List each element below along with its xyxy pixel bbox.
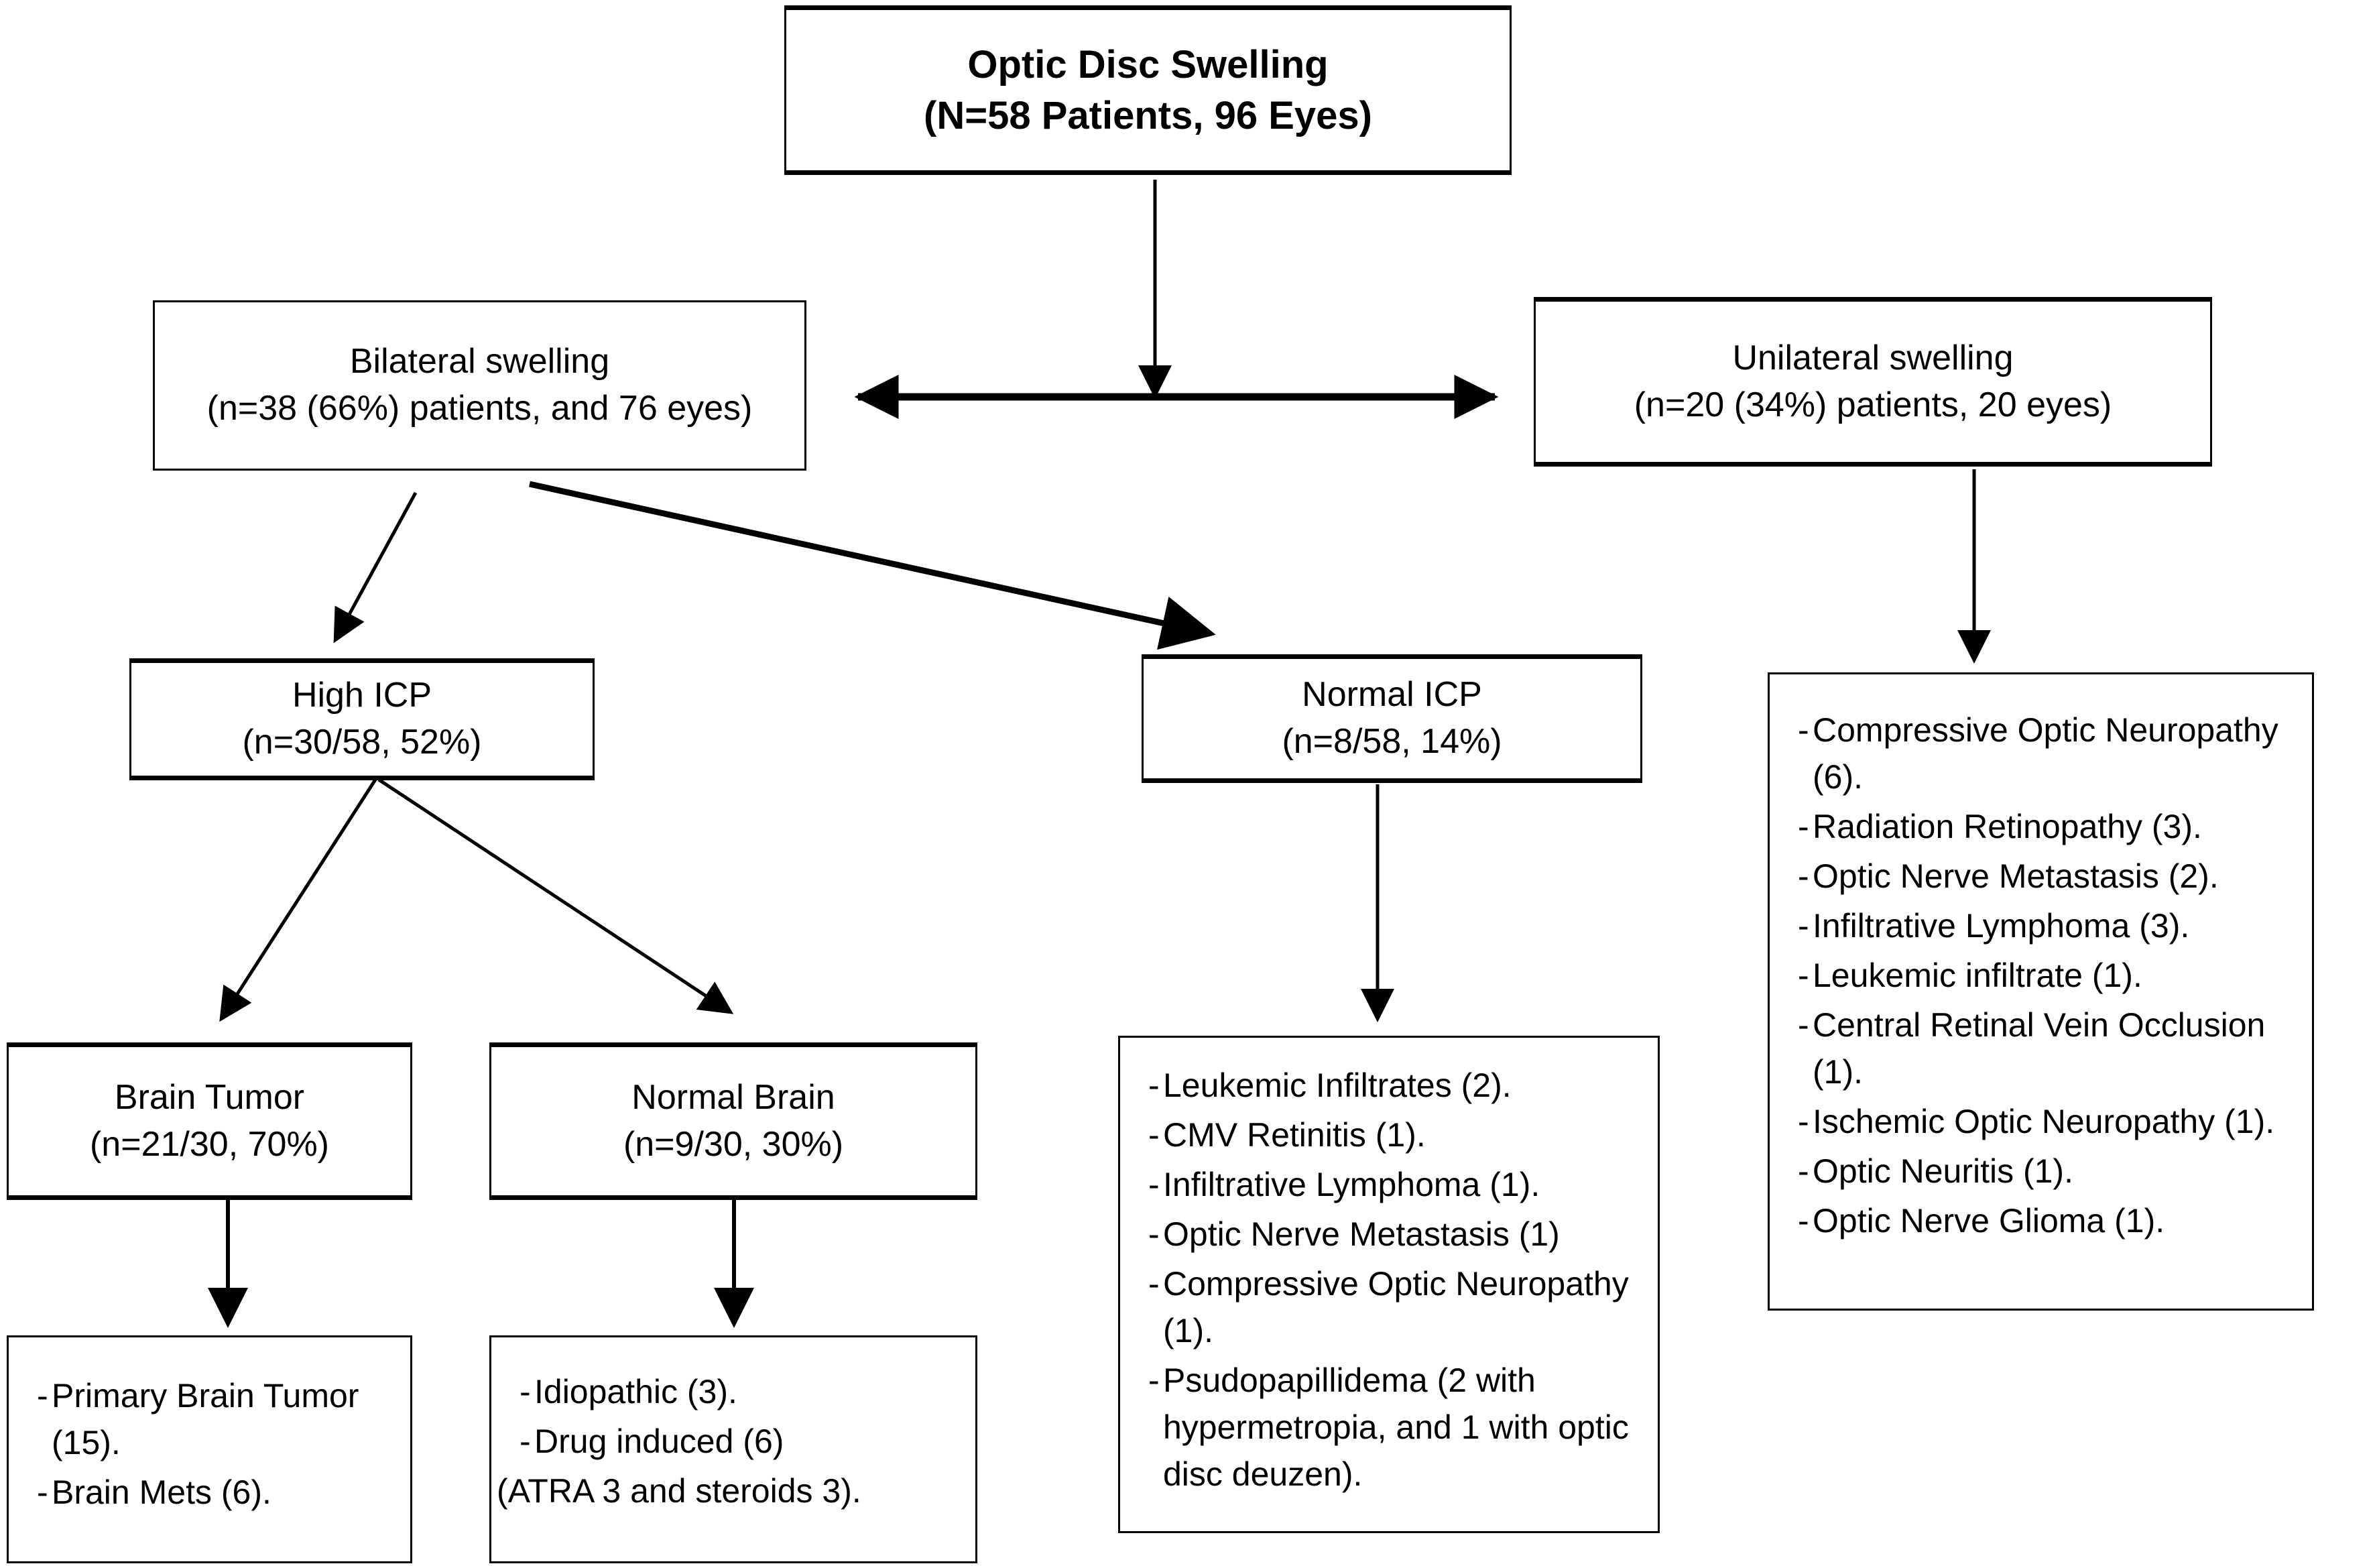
list-item-label: CMV Retinitis (1). [1163, 1116, 1426, 1154]
node-brain-tumor-line2: (n=21/30, 70%) [89, 1124, 330, 1164]
list-item-label: Optic Nerve Glioma (1). [1813, 1202, 2165, 1240]
list-item-label: Ischemic Optic Neuropathy (1). [1813, 1103, 2275, 1140]
dash-bullet-icon: - [1798, 1006, 1809, 1044]
node-title-line1: Optic Disc Swelling [967, 43, 1329, 87]
list-item: -Leukemic Infiltrates (2). [1125, 1062, 1648, 1109]
connector-bilateral-to-high-icp [333, 491, 418, 644]
node-brain-tumor[interactable]: Brain Tumor (n=21/30, 70%) [7, 1042, 412, 1200]
node-bilateral-line2: (n=38 (66%) patients, and 76 eyes) [206, 389, 753, 428]
list-item-label: Infiltrative Lymphoma (1). [1163, 1166, 1540, 1203]
dash-bullet-icon: - [520, 1423, 531, 1460]
dash-bullet-icon: - [1798, 857, 1809, 895]
dash-bullet-icon: - [1148, 1067, 1160, 1104]
dash-bullet-icon: - [1798, 711, 1809, 749]
list-item-label: Brain Mets (6). [52, 1473, 271, 1511]
dash-bullet-icon: - [1798, 907, 1809, 945]
connector-high-icp-to-normal-brain [377, 778, 734, 1014]
connector-high-icp-to-brain-tumor [219, 778, 377, 1022]
dash-bullet-icon: - [1798, 957, 1809, 994]
list-item-label: (ATRA 3 and steroids 3). [497, 1472, 861, 1510]
dash-bullet-icon: - [1148, 1362, 1160, 1399]
node-normal-brain-line1: Normal Brain [631, 1077, 835, 1117]
node-title-line2: (N=58 Patients, 96 Eyes) [924, 93, 1372, 137]
list-item: -Optic Nerve Metastasis (2). [1775, 853, 2303, 900]
node-normal-brain-line2: (n=9/30, 30%) [623, 1124, 844, 1164]
normal-icp-item-list: -Leukemic Infiltrates (2).-CMV Retinitis… [1125, 1062, 1648, 1500]
dash-bullet-icon: - [1148, 1265, 1160, 1303]
node-normal-brain-list[interactable]: -Idiopathic (3).-Drug induced (6)-(ATRA … [489, 1335, 977, 1563]
normal-brain-item-list: -Idiopathic (3).-Drug induced (6)-(ATRA … [497, 1368, 963, 1517]
list-item: -Infiltrative Lymphoma (3). [1775, 902, 2303, 949]
list-item: -Optic Neuritis (1). [1775, 1148, 2303, 1195]
dash-bullet-icon: - [1148, 1166, 1160, 1203]
node-high-icp[interactable]: High ICP (n=30/58, 52%) [129, 658, 595, 780]
list-item-label: Radiation Retinopathy (3). [1813, 808, 2202, 845]
list-item-label: Central Retinal Vein Occlusion (1). [1813, 1006, 2266, 1091]
list-item: -Optic Nerve Metastasis (1) [1125, 1211, 1648, 1258]
list-item-label: Psudopapillidema (2 with hypermetropia, … [1163, 1362, 1629, 1493]
list-item: -Compressive Optic Neuropathy (6). [1775, 707, 2303, 800]
connector-bilateral-to-normal-icp [529, 481, 1216, 650]
list-item: -Psudopapillidema (2 with hypermetropia,… [1125, 1357, 1648, 1498]
dash-bullet-icon: - [520, 1373, 531, 1410]
list-item-label: Optic Neuritis (1). [1813, 1152, 2073, 1190]
list-item: -Compressive Optic Neuropathy (1). [1125, 1260, 1648, 1354]
node-normal-icp-line2: (n=8/58, 14%) [1282, 722, 1502, 761]
list-item-label: Drug induced (6) [534, 1423, 784, 1460]
node-brain-tumor-line1: Brain Tumor [114, 1077, 305, 1117]
node-normal-brain[interactable]: Normal Brain (n=9/30, 30%) [489, 1042, 977, 1200]
list-item: -Primary Brain Tumor (15). [14, 1372, 398, 1466]
list-item: -Ischemic Optic Neuropathy (1). [1775, 1098, 2303, 1145]
node-bilateral-line1: Bilateral swelling [349, 342, 610, 381]
list-item: -Infiltrative Lymphoma (1). [1125, 1161, 1648, 1208]
node-bilateral-swelling[interactable]: Bilateral swelling (n=38 (66%) patients,… [153, 300, 806, 471]
list-item-label: Compressive Optic Neuropathy (1). [1163, 1265, 1629, 1349]
list-item: -Leukemic infiltrate (1). [1775, 952, 2303, 999]
dash-bullet-icon: - [1148, 1215, 1160, 1253]
list-item-label: Idiopathic (3). [534, 1373, 737, 1410]
dash-bullet-icon: - [1148, 1116, 1160, 1154]
brain-tumor-item-list: -Primary Brain Tumor (15).-Brain Mets (6… [14, 1372, 398, 1518]
dash-bullet-icon: - [1798, 1202, 1809, 1240]
list-item-label: Primary Brain Tumor (15). [52, 1377, 359, 1461]
dash-bullet-icon: - [37, 1473, 48, 1511]
unilateral-item-list: -Compressive Optic Neuropathy (6).-Radia… [1775, 707, 2303, 1247]
dash-bullet-icon: - [1798, 808, 1809, 845]
list-item-label: Leukemic Infiltrates (2). [1163, 1067, 1512, 1104]
node-unilateral-line2: (n=20 (34%) patients, 20 eyes) [1634, 385, 2112, 424]
list-item: -Brain Mets (6). [14, 1469, 398, 1516]
dash-bullet-icon: - [1798, 1152, 1809, 1190]
node-high-icp-line1: High ICP [292, 676, 432, 715]
node-normal-icp-line1: Normal ICP [1302, 675, 1482, 715]
list-item-label: Optic Nerve Metastasis (2). [1813, 857, 2219, 895]
list-item-label: Infiltrative Lymphoma (3). [1813, 907, 2190, 945]
dash-bullet-icon: - [1798, 1103, 1809, 1140]
list-item: -CMV Retinitis (1). [1125, 1111, 1648, 1158]
node-optic-disc-swelling[interactable]: Optic Disc Swelling (N=58 Patients, 96 E… [784, 5, 1512, 175]
node-unilateral-list[interactable]: -Compressive Optic Neuropathy (6).-Radia… [1768, 672, 2314, 1311]
node-brain-tumor-list[interactable]: -Primary Brain Tumor (15).-Brain Mets (6… [7, 1335, 412, 1563]
node-unilateral-swelling[interactable]: Unilateral swelling (n=20 (34%) patients… [1534, 297, 2212, 467]
node-normal-icp-list[interactable]: -Leukemic Infiltrates (2).-CMV Retinitis… [1118, 1036, 1660, 1533]
list-item: -Drug induced (6) [497, 1418, 963, 1465]
list-item: -Radiation Retinopathy (3). [1775, 803, 2303, 850]
node-unilateral-line1: Unilateral swelling [1732, 338, 2014, 377]
list-item-label: Leukemic infiltrate (1). [1813, 957, 2142, 994]
node-normal-icp[interactable]: Normal ICP (n=8/58, 14%) [1142, 654, 1642, 783]
dash-bullet-icon: - [37, 1377, 48, 1414]
list-item: -Central Retinal Vein Occlusion (1). [1775, 1002, 2303, 1095]
list-item-label: Compressive Optic Neuropathy (6). [1813, 711, 2278, 796]
list-item: -Idiopathic (3). [497, 1368, 963, 1415]
node-high-icp-line2: (n=30/58, 52%) [242, 723, 482, 762]
list-item: -Optic Nerve Glioma (1). [1775, 1197, 2303, 1244]
list-item-label: Optic Nerve Metastasis (1) [1163, 1215, 1560, 1253]
list-item: -(ATRA 3 and steroids 3). [497, 1467, 963, 1514]
